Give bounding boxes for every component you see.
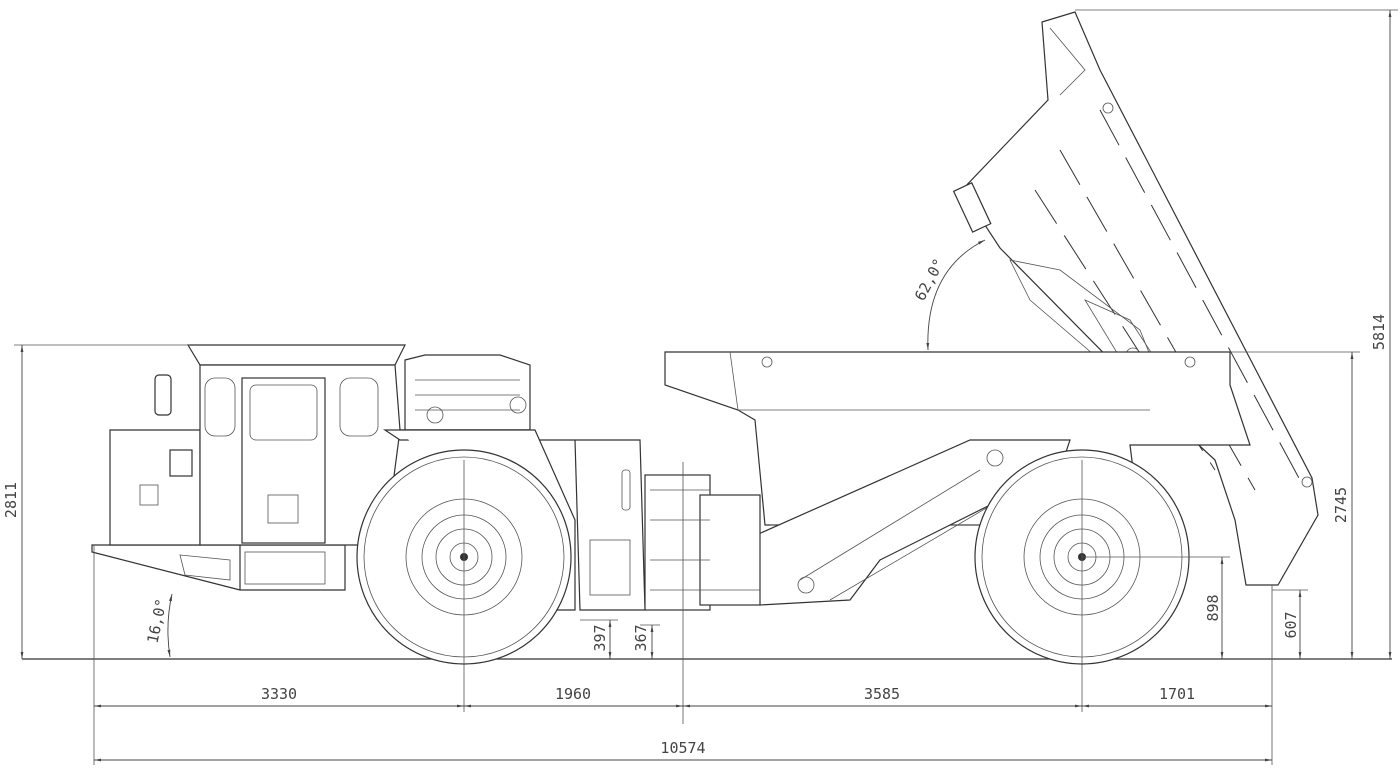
approach-angle-label: 16,0° <box>144 597 171 645</box>
dim-raised-height: 5814 <box>1370 314 1388 350</box>
horizontal-dimensions: 3330 1960 3585 1701 10574 <box>94 685 1272 762</box>
dim-hitch-to-rear: 3585 <box>864 685 900 703</box>
dim-rear-axle-clearance: 898 <box>1204 594 1222 621</box>
dim-front-overhang: 3330 <box>261 685 297 703</box>
rear-frame <box>744 439 1071 606</box>
dim-overall-length: 10574 <box>660 739 705 757</box>
dim-box-height: 2745 <box>1332 487 1350 523</box>
operator-cab <box>186 344 406 546</box>
articulation-hitch <box>644 462 761 724</box>
front-chassis <box>91 374 346 591</box>
dim-rear-overhang: 1701 <box>1159 685 1195 703</box>
vertical-dimensions: 2811 5814 2745 607 898 397 367 <box>2 10 1392 659</box>
dim-front-to-hitch: 1960 <box>555 685 591 703</box>
dim-overall-height: 2811 <box>2 482 20 518</box>
extension-lines <box>14 9 1398 765</box>
dim-rear-box-clearance: 607 <box>1282 611 1300 638</box>
dim-ground-clearance-front: 397 <box>591 624 609 651</box>
dim-ground-clearance-hitch: 367 <box>632 624 650 651</box>
